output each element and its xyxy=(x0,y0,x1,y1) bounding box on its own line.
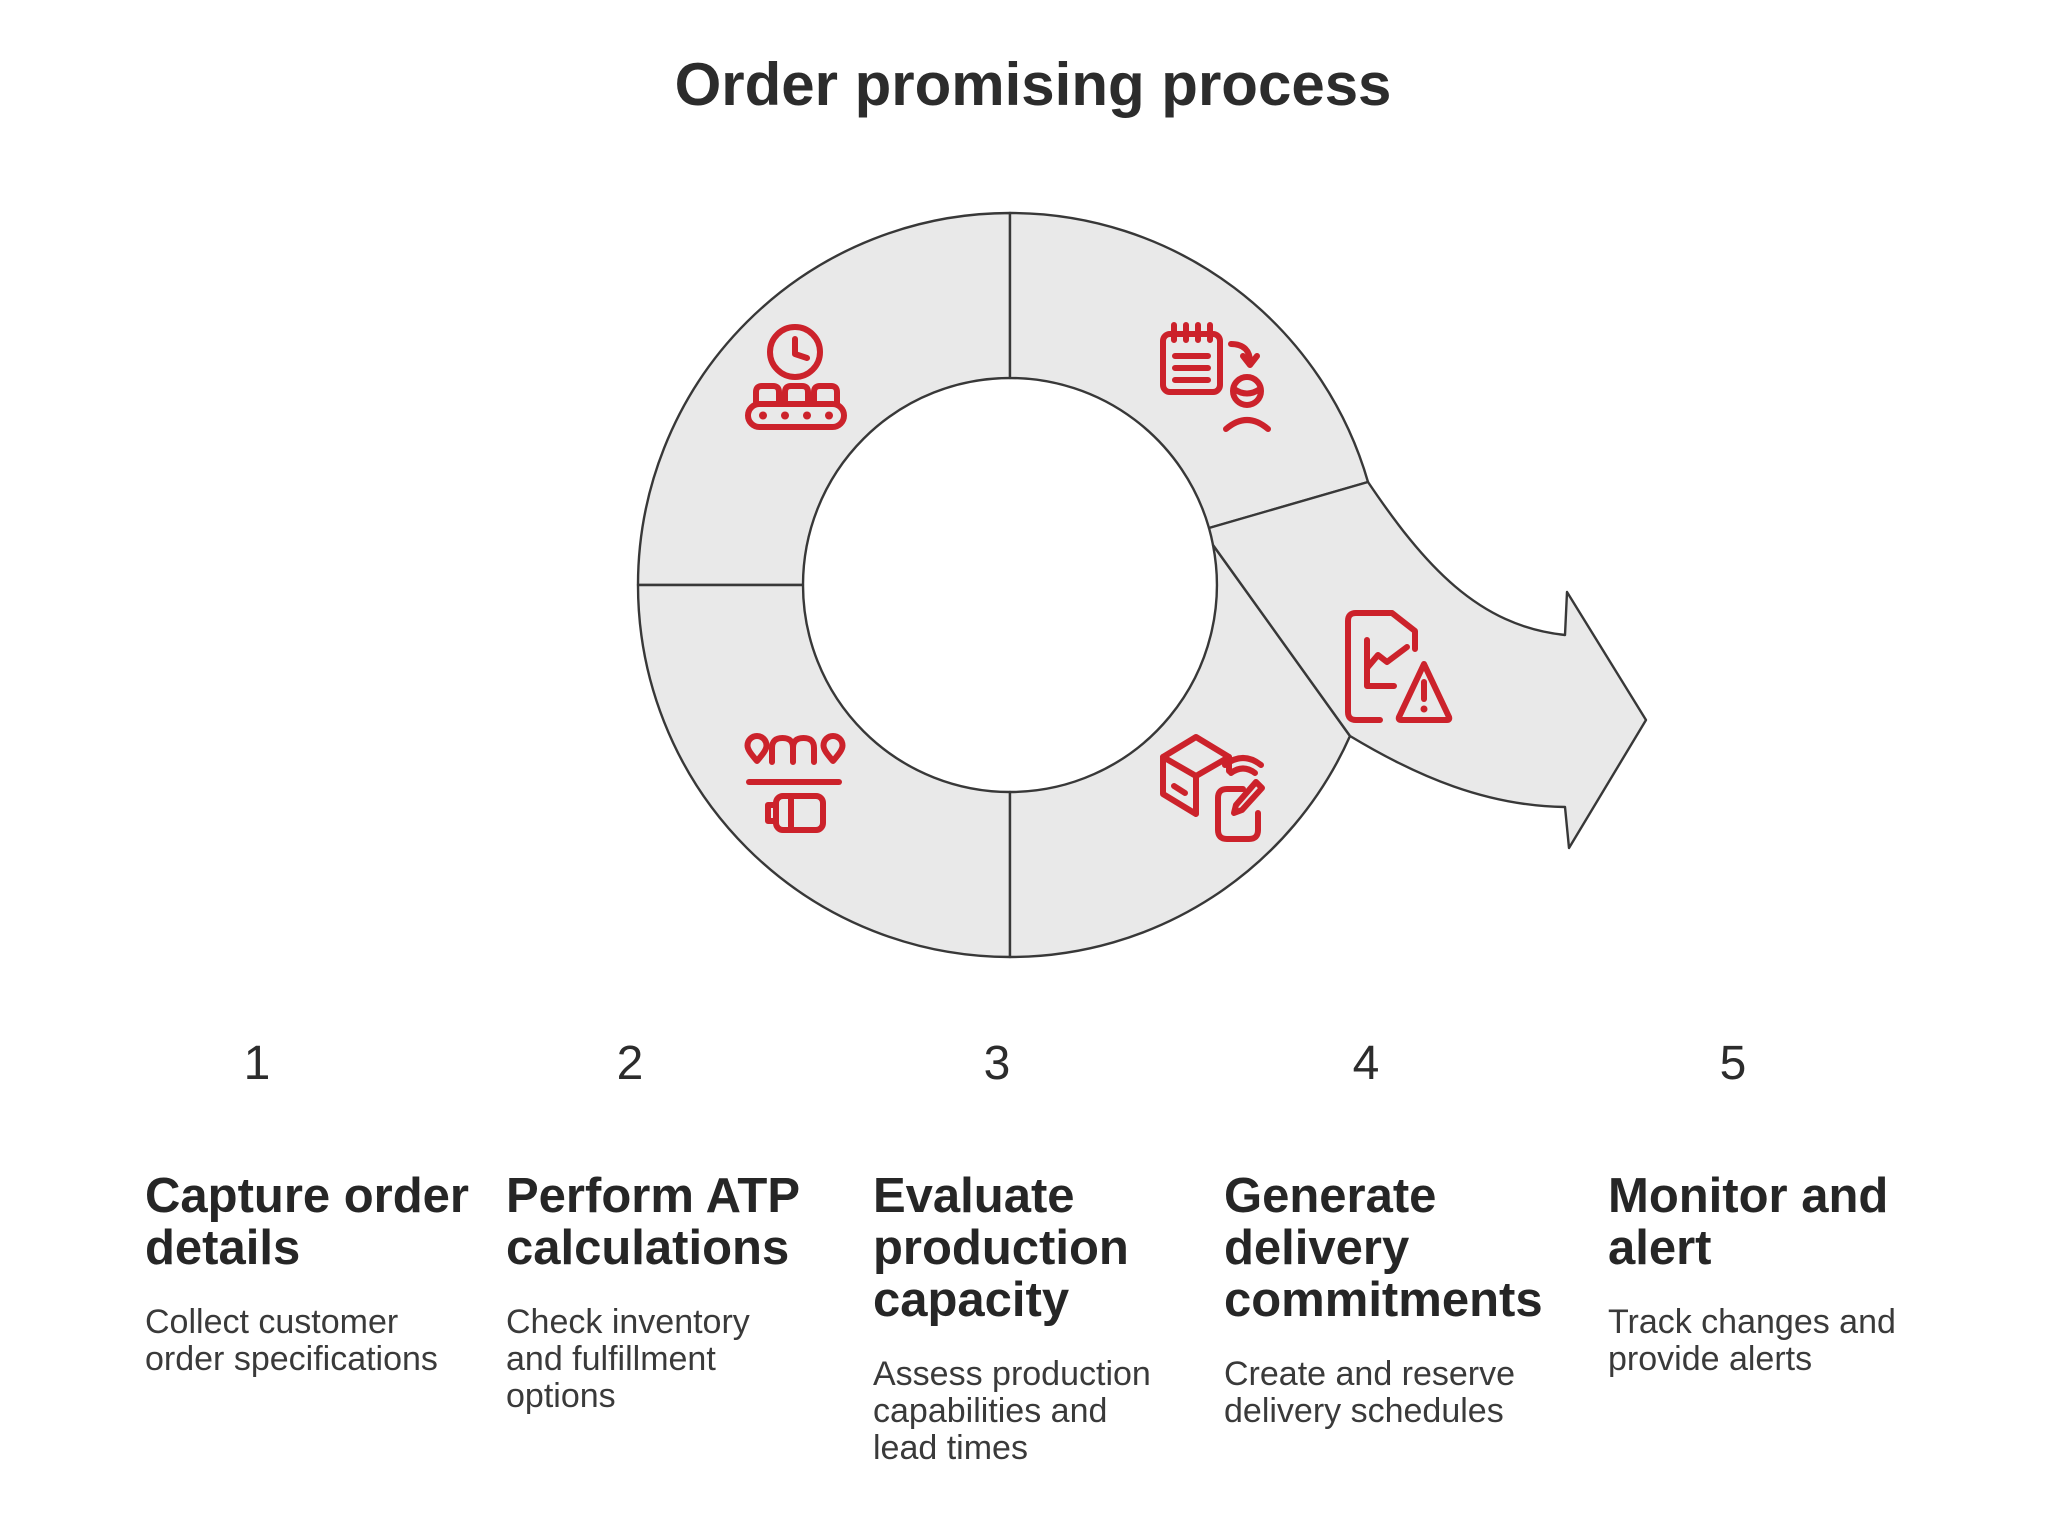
ring-segment-bottom-right xyxy=(1008,543,1352,959)
step-1-number: 1 xyxy=(243,1037,271,1090)
package-phone-signal-icon xyxy=(1160,734,1265,842)
step-2-number: 2 xyxy=(616,1037,644,1090)
order-notepad-person-icon xyxy=(1160,322,1271,432)
clock-conveyor-icon xyxy=(745,324,847,430)
step-4-number: 4 xyxy=(1352,1037,1380,1090)
step-5-column: Monitor and alert Track changes and prov… xyxy=(1608,1170,1958,1378)
step-5-description: Track changes and provide alerts xyxy=(1608,1303,1896,1378)
step-3-title: Evaluate production capacity xyxy=(873,1169,1129,1327)
step-2-column: Perform ATP calculations Check inventory… xyxy=(506,1170,856,1415)
page-title: Order promising process xyxy=(674,51,1392,118)
process-ring xyxy=(636,211,1648,959)
step-1-column: Capture order details Collect customer o… xyxy=(145,1170,495,1378)
step-1-description: Collect customer order specifications xyxy=(145,1303,438,1378)
step-4-title: Generate delivery commitments xyxy=(1224,1169,1543,1327)
ring-segment-bottom-left xyxy=(636,583,1012,959)
ring-segment-top-left xyxy=(636,211,1012,587)
step-3-description: Assess production capabilities and lead … xyxy=(873,1355,1151,1467)
step-2-description: Check inventory and fulfillment options xyxy=(506,1303,750,1415)
step-1-title: Capture order details xyxy=(145,1169,470,1275)
step-5-title: Monitor and alert xyxy=(1608,1169,1889,1275)
report-alert-icon xyxy=(1345,610,1453,723)
step-5-number: 5 xyxy=(1719,1037,1747,1090)
step-2-title: Perform ATP calculations xyxy=(506,1169,801,1275)
step-3-number: 3 xyxy=(983,1037,1011,1090)
step-4-column: Generate delivery commitments Create and… xyxy=(1224,1170,1574,1430)
location-pins-battery-icon xyxy=(744,733,846,833)
step-4-description: Create and reserve delivery schedules xyxy=(1224,1355,1516,1430)
step-3-column: Evaluate production capacity Assess prod… xyxy=(873,1170,1223,1467)
